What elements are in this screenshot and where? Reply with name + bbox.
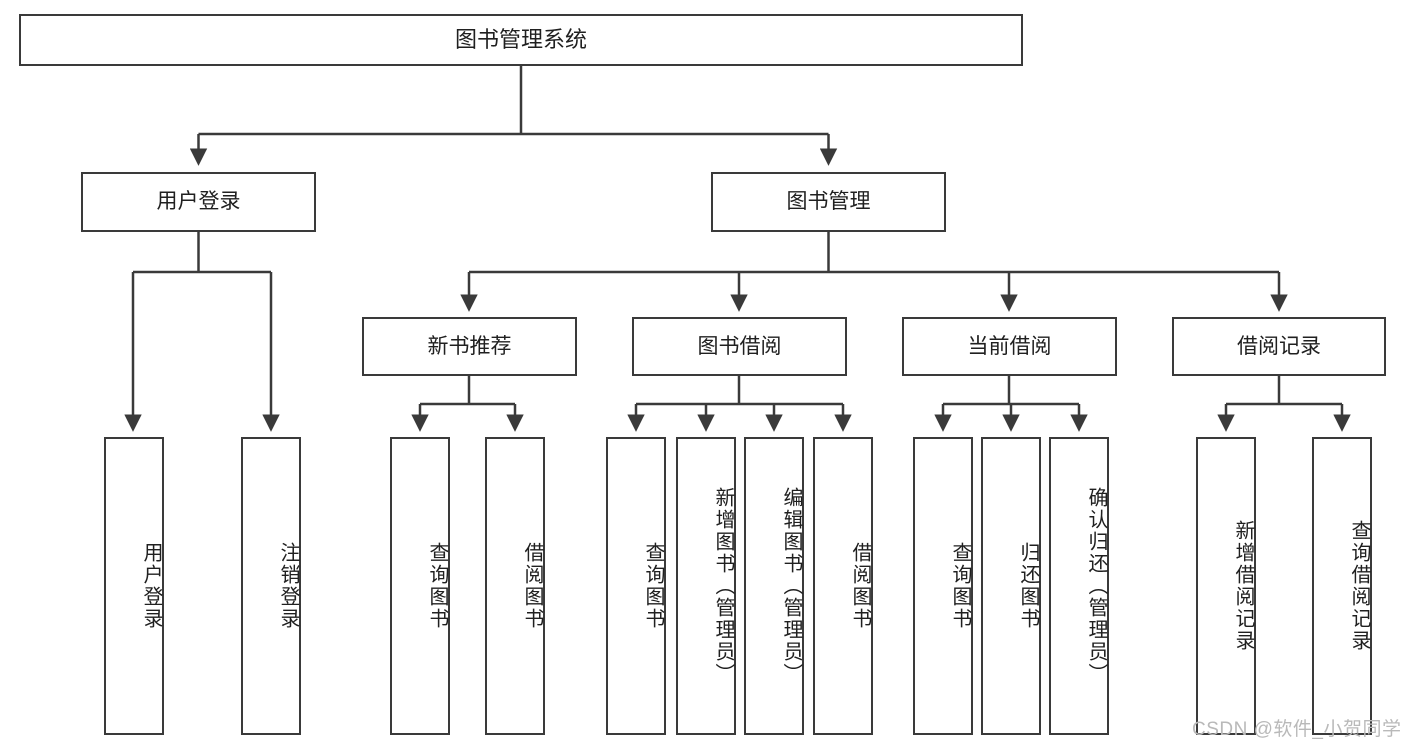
node-leaf-user-login[interactable]: 用户登录 [104, 437, 164, 735]
node-book-borrow[interactable]: 图书借阅 [632, 317, 847, 376]
node-leaf-return-book[interactable]: 归还图书 [981, 437, 1041, 735]
node-leaf-add-record[interactable]: 新增借阅记录 [1196, 437, 1256, 735]
node-leaf-confirm-return-label: 确认归还（管理员） [1085, 487, 1107, 685]
node-leaf-user-login-label: 用户登录 [140, 542, 162, 630]
node-leaf-edit-book[interactable]: 编辑图书（管理员） [744, 437, 804, 735]
node-new-book-recommend-label: 新书推荐 [427, 334, 512, 358]
node-leaf-query-book-1[interactable]: 查询图书 [390, 437, 450, 735]
node-leaf-borrow-book-2-label: 借阅图书 [849, 542, 871, 630]
node-leaf-query-record-label: 查询借阅记录 [1348, 520, 1370, 652]
node-leaf-query-book-3[interactable]: 查询图书 [913, 437, 973, 735]
node-current-borrow-label: 当前借阅 [967, 334, 1052, 358]
node-leaf-borrow-book-1[interactable]: 借阅图书 [485, 437, 545, 735]
node-leaf-add-record-label: 新增借阅记录 [1232, 520, 1254, 652]
node-current-borrow[interactable]: 当前借阅 [902, 317, 1117, 376]
node-leaf-logout-label: 注销登录 [277, 542, 299, 630]
node-user-login[interactable]: 用户登录 [81, 172, 316, 232]
node-leaf-query-record[interactable]: 查询借阅记录 [1312, 437, 1372, 735]
node-root-label: 图书管理系统 [454, 26, 587, 52]
node-leaf-query-book-2[interactable]: 查询图书 [606, 437, 666, 735]
node-leaf-borrow-book-1-label: 借阅图书 [521, 542, 543, 630]
node-book-manage-label: 图书管理 [786, 190, 871, 214]
node-leaf-query-book-2-label: 查询图书 [642, 542, 664, 630]
node-leaf-return-book-label: 归还图书 [1017, 542, 1039, 630]
node-leaf-logout[interactable]: 注销登录 [241, 437, 301, 735]
node-borrow-record-label: 借阅记录 [1237, 334, 1321, 358]
node-borrow-record[interactable]: 借阅记录 [1172, 317, 1386, 376]
node-leaf-query-book-1-label: 查询图书 [426, 542, 448, 630]
node-root[interactable]: 图书管理系统 [19, 14, 1023, 66]
node-book-borrow-label: 图书借阅 [697, 334, 782, 358]
node-leaf-query-book-3-label: 查询图书 [949, 542, 971, 630]
node-leaf-add-book[interactable]: 新增图书（管理员） [676, 437, 736, 735]
node-leaf-confirm-return[interactable]: 确认归还（管理员） [1049, 437, 1109, 735]
node-book-manage[interactable]: 图书管理 [711, 172, 946, 232]
node-leaf-add-book-label: 新增图书（管理员） [712, 487, 734, 685]
node-leaf-edit-book-label: 编辑图书（管理员） [780, 487, 802, 685]
watermark-text: CSDN @软件_小贺同学 [1192, 719, 1402, 740]
node-user-login-label: 用户登录 [156, 190, 241, 214]
node-new-book-recommend[interactable]: 新书推荐 [362, 317, 577, 376]
node-leaf-borrow-book-2[interactable]: 借阅图书 [813, 437, 873, 735]
